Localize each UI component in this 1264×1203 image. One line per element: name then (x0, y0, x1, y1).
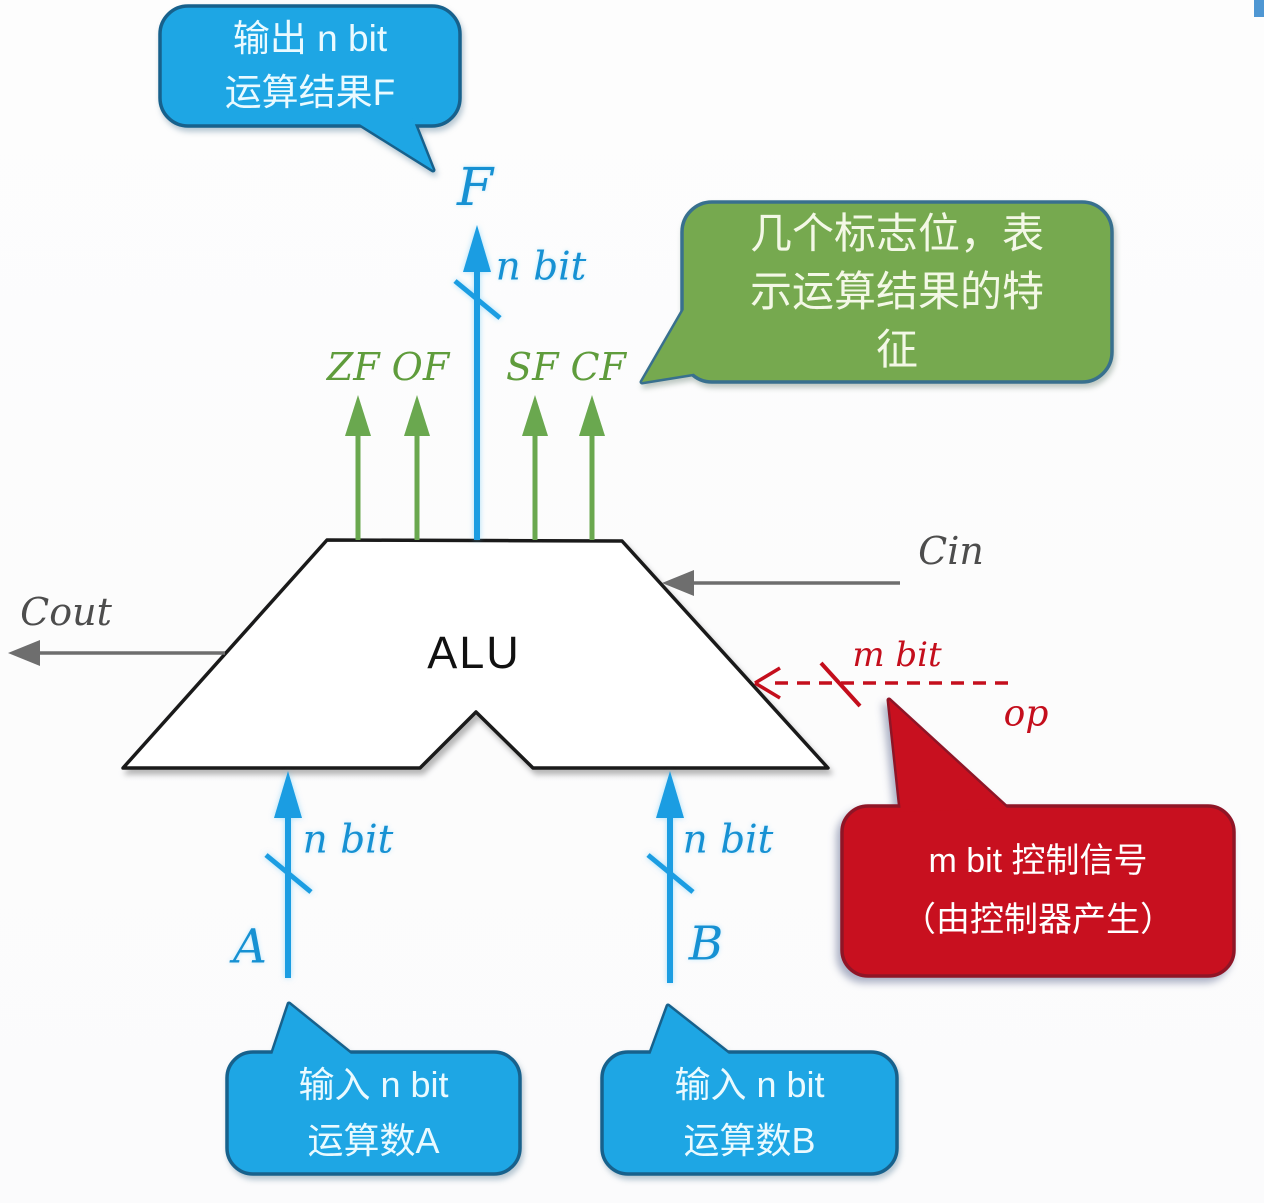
control-callout-body (840, 804, 1236, 978)
control-arrowhead-upper (754, 666, 781, 685)
control-callout-tail-fill (889, 700, 1007, 812)
output-callout-tail-fill (350, 117, 433, 170)
carry-arrows-group (8, 570, 900, 666)
input-b-callout (600, 1003, 899, 1176)
operand-arrowhead-a (274, 771, 302, 818)
flag-arrowhead-cf (579, 395, 605, 436)
input-b-callout-body (600, 1050, 899, 1176)
corner-artifact (1254, 0, 1264, 17)
operand-arrows-group (264, 771, 695, 983)
flag-arrowhead-of (404, 395, 430, 436)
flag-arrowhead-zf (345, 395, 371, 436)
input-a-callout-body (225, 1050, 522, 1176)
carry-out-arrowhead (8, 640, 40, 666)
operand-arrowhead-b (656, 771, 684, 818)
flag-arrowhead-sf (522, 395, 548, 436)
flag-arrows-group (345, 395, 605, 540)
result-width-tick (453, 279, 502, 320)
output-callout-body (158, 4, 462, 128)
control-width-tick (819, 661, 862, 708)
input-b-callout-tail-fill (649, 1006, 729, 1058)
control-arrow-group (754, 661, 1008, 708)
alu-shape (121, 538, 830, 770)
control-arrowhead-lower (754, 681, 781, 700)
carry-in-arrowhead (662, 570, 694, 596)
operand-width-tick-b (646, 853, 695, 894)
input-a-callout-tail-fill (271, 1004, 351, 1058)
operand-width-tick-a (264, 853, 313, 894)
output-callout (158, 4, 462, 173)
input-a-callout (225, 1001, 522, 1176)
result-arrow-group (453, 225, 502, 540)
control-callout (840, 697, 1236, 978)
result-arrowhead-f (463, 225, 491, 272)
flags-callout-body (680, 200, 1114, 384)
flags-callout (639, 200, 1114, 385)
flags-callout-tail-fill (642, 306, 704, 382)
